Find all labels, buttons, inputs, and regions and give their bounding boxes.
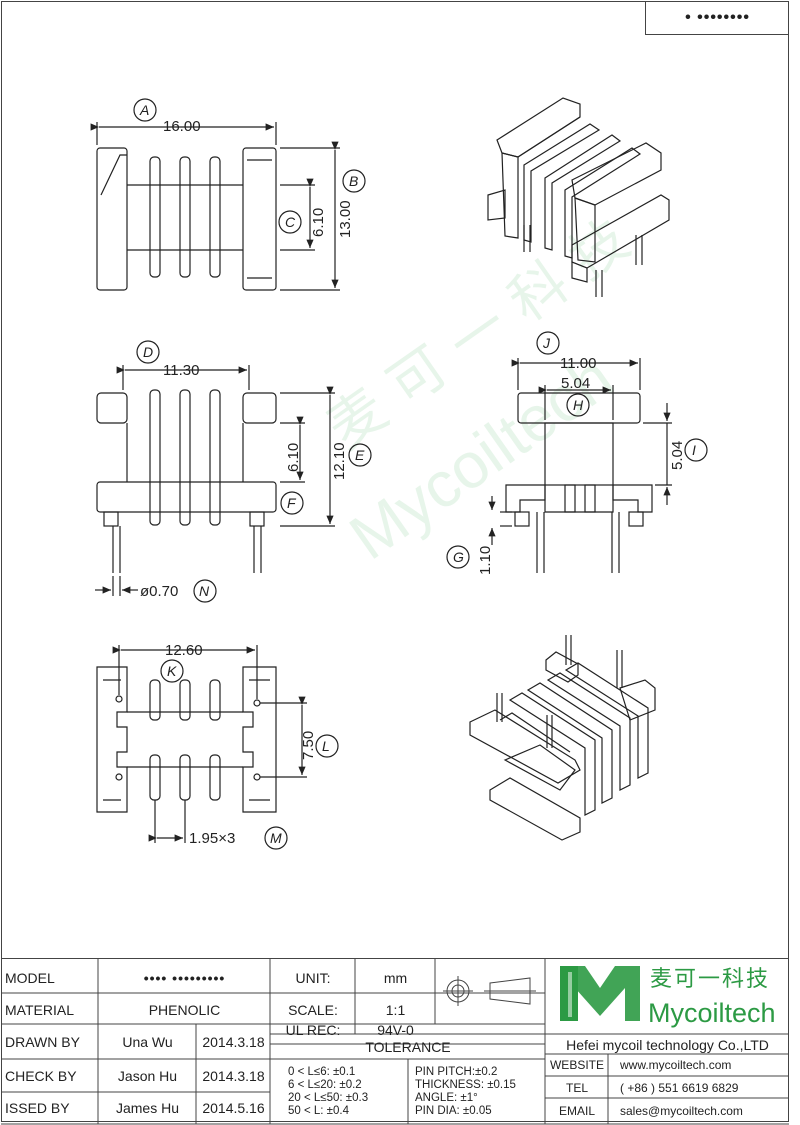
label-j: J (542, 335, 551, 351)
label-e: E (355, 447, 365, 463)
dim-d: 11.30 (163, 362, 199, 379)
unit-value: mm (383, 970, 408, 986)
drawing-views: 16.00 13.00 6.10 A B C 11.30 12.10 6.10 … (90, 97, 708, 850)
dim-i: 5.04 (669, 441, 686, 470)
issued-label: ISSED BY (5, 1100, 70, 1116)
iso-view-upper (487, 97, 670, 297)
part-number-box: • •••••••• (645, 1, 789, 35)
scale-label: SCALE: (288, 1002, 338, 1018)
drawn-name: Una Wu (122, 1034, 173, 1050)
label-k: K (167, 663, 177, 679)
dim-c: 6.10 (310, 208, 327, 237)
angle: ANGLE: ±1° (415, 1092, 478, 1104)
ulrec-value: 94V-0 (377, 1022, 414, 1038)
tolerance-label: TOLERANCE (365, 1039, 451, 1055)
pin-tolerance-table: PIN PITCH:±0.2 THICKNESS: ±0.15 ANGLE: ±… (415, 1062, 545, 1122)
pin-pitch: PIN PITCH:±0.2 (415, 1066, 498, 1078)
company-name-cn: 麦可一科技 (650, 967, 771, 992)
dim-j: 11.00 (560, 355, 596, 372)
tel-label: TEL (565, 1080, 588, 1095)
company-logo-mark (560, 966, 640, 1021)
check-date: 2014.3.18 (202, 1068, 265, 1084)
dim-g: 1.10 (477, 546, 494, 575)
website-label: WEBSITE (549, 1058, 604, 1072)
tolerance-row-4: 50 < L: ±0.4 (288, 1105, 349, 1117)
dim-l: 7.50 (300, 731, 317, 760)
label-g: G (453, 549, 464, 565)
label-h: H (573, 397, 584, 413)
label-m: M (270, 830, 282, 846)
dim-m: 1.95×3 (189, 830, 235, 847)
label-f: F (287, 495, 297, 511)
dim-k: 12.60 (165, 642, 203, 659)
material-value: PHENOLIC (148, 1002, 221, 1018)
drawn-label: DRAWN BY (5, 1034, 80, 1050)
scale-value: 1:1 (385, 1002, 406, 1018)
tel-value: ( +86 ) 551 6619 6829 (620, 1080, 739, 1095)
side-view (446, 331, 708, 573)
dim-n: ø0.70 (140, 583, 178, 600)
tolerance-row-2: 6 < L≤20: ±0.2 (288, 1079, 362, 1091)
label-d: D (143, 344, 153, 360)
tolerance-row-1: 0 < L≤6: ±0.1 (288, 1066, 356, 1078)
material-label: MATERIAL (5, 1002, 74, 1018)
company-name-en: Mycoiltech (648, 998, 776, 1028)
email-label: EMAIL (558, 1103, 595, 1118)
title-block-grid (1, 958, 789, 1125)
dim-e: 12.10 (331, 442, 348, 480)
label-n: N (199, 583, 210, 599)
top-view (90, 98, 366, 291)
dim-b: 13.00 (337, 200, 354, 238)
dim-f: 6.10 (285, 443, 302, 472)
drawn-date: 2014.3.18 (202, 1034, 265, 1050)
model-label: MODEL (5, 970, 55, 986)
ulrec-label: UL REC: (285, 1022, 341, 1038)
company-full-name: Hefei mycoil technology Co.,LTD (566, 1037, 769, 1053)
label-c: C (285, 214, 296, 230)
issued-name: James Hu (115, 1100, 180, 1116)
unit-label: UNIT: (295, 970, 331, 986)
label-i: I (692, 442, 696, 458)
projection-symbol (443, 976, 536, 1006)
dim-h: 5.04 (561, 375, 590, 392)
issued-date: 2014.5.16 (202, 1100, 265, 1116)
front-view (95, 340, 372, 603)
label-b: B (349, 173, 358, 189)
iso-view-lower (469, 635, 656, 841)
label-a: A (139, 102, 149, 118)
tolerance-row-3: 20 < L≤50: ±0.3 (288, 1092, 369, 1104)
website-link[interactable]: www.mycoiltech.com (620, 1058, 732, 1072)
model-value: •••• ••••••••• (143, 970, 226, 986)
tolerance-table: 0 < L≤6: ±0.1 6 < L≤20: ±0.2 20 < L≤50: … (288, 1062, 408, 1122)
check-label: CHECK BY (5, 1068, 77, 1084)
check-name: Jason Hu (117, 1068, 178, 1084)
label-l: L (322, 738, 330, 754)
bottom-view (96, 645, 339, 850)
dim-a: 16.00 (163, 118, 201, 135)
thickness: THICKNESS: ±0.15 (415, 1079, 516, 1091)
pin-dia: PIN DIA: ±0.05 (415, 1105, 492, 1117)
email-link[interactable]: sales@mycoiltech.com (620, 1103, 743, 1118)
